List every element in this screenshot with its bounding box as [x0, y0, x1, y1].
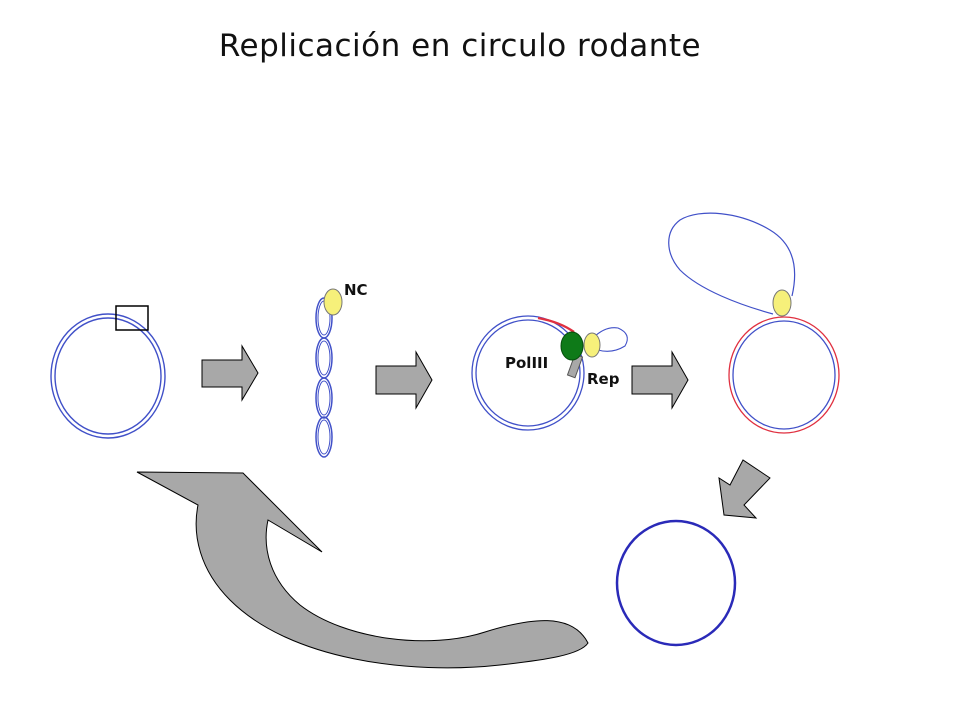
- displaced-loop: [668, 212, 796, 315]
- arrow-down-left: [718, 459, 771, 519]
- nc-protein: [323, 288, 343, 316]
- return-arrow: [136, 471, 589, 669]
- rep-protein: [583, 332, 601, 358]
- origin-box: [115, 305, 149, 331]
- arrow-right-1: [201, 344, 259, 402]
- rep-protein-2: [772, 289, 792, 317]
- polymerase-iii: [560, 331, 584, 361]
- stage4-elongation: [668, 212, 840, 434]
- arrow-right-2: [375, 350, 433, 410]
- displaced-strand: [592, 327, 628, 352]
- label-pol: PolIII: [505, 354, 548, 372]
- label-rep: Rep: [587, 370, 620, 388]
- new-strand: [537, 316, 575, 333]
- slide-title: Replicación en circulo rodante: [218, 28, 702, 64]
- label-nc: NC: [344, 281, 368, 299]
- stage1-circular-dna: [50, 305, 166, 439]
- stage2-supercoiled-dna: NC: [315, 281, 368, 458]
- stage5-ssdna-circle: [615, 519, 737, 647]
- stage3-rolling-circle: PolIII Rep: [471, 315, 628, 431]
- arrow-right-3: [631, 350, 689, 410]
